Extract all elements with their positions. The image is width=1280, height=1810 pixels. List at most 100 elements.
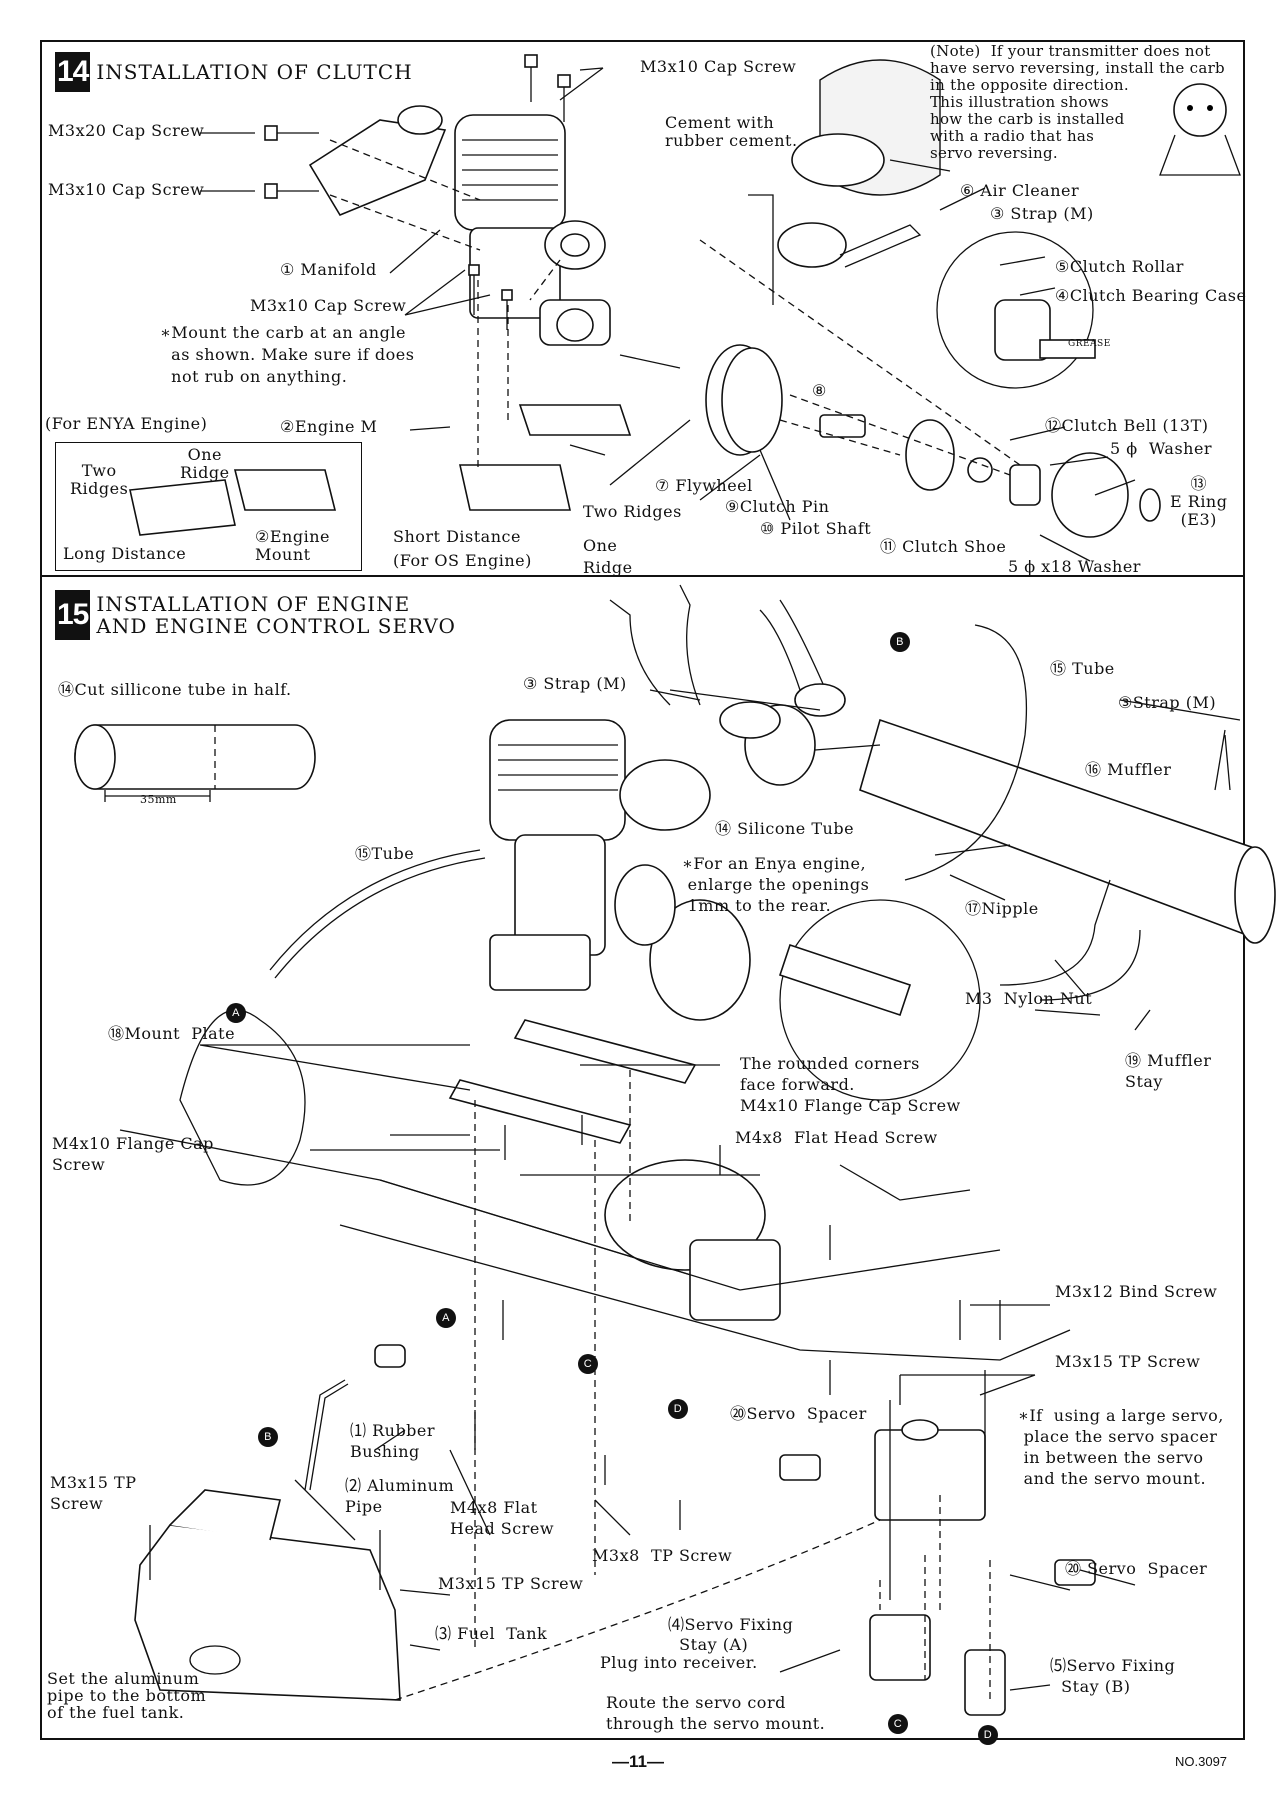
rounded-corners-note: The rounded corners face forward. [740, 1054, 920, 1094]
clutch-bearing-callout [936, 231, 1096, 389]
step-15-heading: 15 INSTALLATION OF ENGINE AND ENGINE CON… [55, 590, 456, 640]
engine-mount-drawing [129, 404, 632, 536]
ref-mark-c-bottom: C [888, 1714, 908, 1734]
set-aluminum-pipe-note: Set the aluminum pipe to the bottom of t… [47, 1669, 207, 1722]
label-servo-spacer-a: ⑳Servo Spacer [730, 1404, 867, 1423]
label-m3x20: M3x20 Cap Screw [48, 121, 205, 140]
label-servo-spacer-b: ⑳ Servo Spacer [1065, 1559, 1208, 1578]
label-m3x8-tp: M3x8 TP Screw [592, 1546, 733, 1565]
label-air-cleaner: ⑥ Air Cleaner [960, 181, 1080, 200]
label-two-ridges: Two Ridges [583, 502, 682, 521]
hex-wrench [748, 194, 774, 305]
label-manifold: ① Manifold [280, 260, 377, 279]
engine-drawing-15 [489, 719, 751, 1021]
label-rubber-bushing: ⑴ Rubber Bushing [350, 1421, 436, 1461]
label-5-washer: 5 ϕ Washer [1110, 439, 1213, 458]
label-m4x8-flat-bottom: M4x8 Flat Head Screw [450, 1498, 555, 1538]
mount-plates-drawing [448, 879, 1141, 1144]
ref-mark-a-left: A [226, 1003, 246, 1023]
label-cut-tube: ⑭Cut sillicone tube in half. [58, 680, 292, 699]
label-nipple: ⑰Nipple [965, 899, 1039, 918]
label-m3x10-left: M3x10 Cap Screw [48, 180, 205, 199]
screws-14 [264, 54, 571, 330]
label-clutch-shoe: ⑪ Clutch Shoe [880, 537, 1007, 556]
label-plug-receiver: Plug into receiver. [600, 1653, 758, 1672]
step-14-heading: 14 INSTALLATION OF CLUTCH [55, 52, 413, 92]
screws-15 [149, 1115, 1001, 1600]
ref-mark-d-top: D [668, 1399, 688, 1419]
enya-plate-callout [778, 899, 981, 1101]
label-m3x10-top: M3x10 Cap Screw [640, 57, 797, 76]
label-one-ridge-box: One Ridge [180, 445, 230, 482]
silicone-tube-drawing [74, 724, 316, 802]
label-enya-engine: (For ENYA Engine) [45, 414, 208, 433]
servo-drawing [779, 1419, 1096, 1716]
enya-openings-note: ∗For an Enya engine, enlarge the opening… [682, 854, 870, 915]
label-clutch-bearing-case: ④Clutch Bearing Case [1055, 286, 1247, 305]
label-clutch-bell: ⑫Clutch Bell (13T) [1045, 416, 1209, 435]
label-engine-m: ②Engine M [280, 417, 378, 436]
label-m4x8-flat: M4x8 Flat Head Screw [735, 1128, 938, 1147]
step-number: 14 [55, 52, 91, 92]
document-number: NO.3097 [1175, 1754, 1228, 1769]
engine-drawing-14 [454, 114, 681, 369]
label-one-ridge: One Ridge [583, 536, 633, 577]
label-aluminum-pipe: ⑵ Aluminum Pipe [345, 1476, 455, 1516]
air-cleaner-drawing [777, 59, 941, 268]
step-number: 15 [55, 590, 91, 640]
label-tube-top: ⑮ Tube [1050, 659, 1115, 678]
label-5x18-washer: 5 ϕ x18 Washer [1008, 557, 1141, 576]
label-engine-mount: ②Engine Mount [255, 527, 330, 564]
section-divider [40, 575, 1245, 577]
label-tube-left: ⑮Tube [355, 844, 415, 863]
ref-mark-c-top: C [578, 1354, 598, 1374]
label-servo-fixing-stay-a: ⑷Servo Fixing Stay (A) [668, 1615, 794, 1654]
fuel-tank-drawing [134, 1344, 406, 1701]
step-title: INSTALLATION OF CLUTCH [96, 60, 413, 84]
large-servo-note: ∗If using a large servo, place the servo… [1018, 1406, 1224, 1488]
label-cement: Cement with rubber cement. [665, 113, 798, 150]
page-number: —11— [612, 1752, 664, 1771]
label-m3x10-mid: M3x10 Cap Screw [250, 296, 407, 315]
label-mount-plate: ⑱Mount Plate [108, 1024, 236, 1043]
step-title: INSTALLATION OF ENGINE AND ENGINE CONTRO… [96, 592, 456, 638]
servo-reversing-note: (Note) If your transmitter does not have… [930, 42, 1225, 162]
label-servo-fixing-stay-b: ⑸Servo Fixing Stay (B) [1050, 1656, 1176, 1696]
label-flywheel: ⑦ Flywheel [655, 476, 753, 495]
engine-mount-variant-box [55, 442, 362, 571]
ref-mark-b-bottom: B [258, 1427, 278, 1447]
label-silicone-tube: ⑭ Silicone Tube [715, 819, 855, 838]
label-two-ridges-box: Two Ridges [70, 461, 129, 498]
label-nylon-nut: M3 Nylon Nut [965, 989, 1093, 1008]
label-long-distance: Long Distance [63, 544, 187, 563]
label-35mm: 35mm [140, 793, 177, 806]
label-clutch-pin: ⑨Clutch Pin [725, 497, 830, 516]
route-servo-cord-note: Route the servo cord through the servo m… [606, 1693, 826, 1733]
label-e-ring: ⑬ E Ring (E3) [1170, 474, 1228, 529]
label-strap-m-right: ③Strap (M) [1118, 693, 1217, 712]
label-93: ⑧ [812, 381, 827, 400]
label-fuel-tank: ⑶ Fuel Tank [435, 1624, 548, 1643]
fuel-tube-left [269, 849, 486, 979]
label-muffler-stay: ⑲ Muffler Stay [1125, 1051, 1212, 1091]
label-strap-m: ③ Strap (M) [523, 674, 627, 693]
label-short-distance: Short Distance (For OS Engine) [393, 527, 532, 570]
ref-mark-d-bottom: D [978, 1725, 998, 1745]
label-strap-14: ③ Strap (M) [990, 204, 1094, 223]
label-muffler: ⑯ Muffler [1085, 760, 1172, 779]
ref-mark-a-right: A [436, 1308, 456, 1328]
label-pilot-shaft: ⑩ Pilot Shaft [760, 519, 872, 538]
label-grease: GREASE [1068, 339, 1111, 349]
carb-mount-note: ∗Mount the carb at an angle as shown. Ma… [160, 323, 415, 386]
manifold-drawing [308, 105, 447, 217]
mascot-drawing [1159, 83, 1241, 176]
label-m4x10-flange-left: M4x10 Flange Cap Screw [52, 1134, 214, 1174]
clutch-parts-drawing [705, 344, 1161, 538]
label-m3x15-tp-right: M3x15 TP Screw [1055, 1352, 1201, 1371]
ref-mark-b-top: B [890, 632, 910, 652]
label-m3x15-tp-center: M3x15 TP Screw [438, 1574, 584, 1593]
label-m3x15-tp-left: M3x15 TP Screw [50, 1473, 137, 1513]
label-m4x10-flange: M4x10 Flange Cap Screw [740, 1096, 961, 1115]
label-m3x12-bind: M3x12 Bind Screw [1055, 1282, 1218, 1301]
